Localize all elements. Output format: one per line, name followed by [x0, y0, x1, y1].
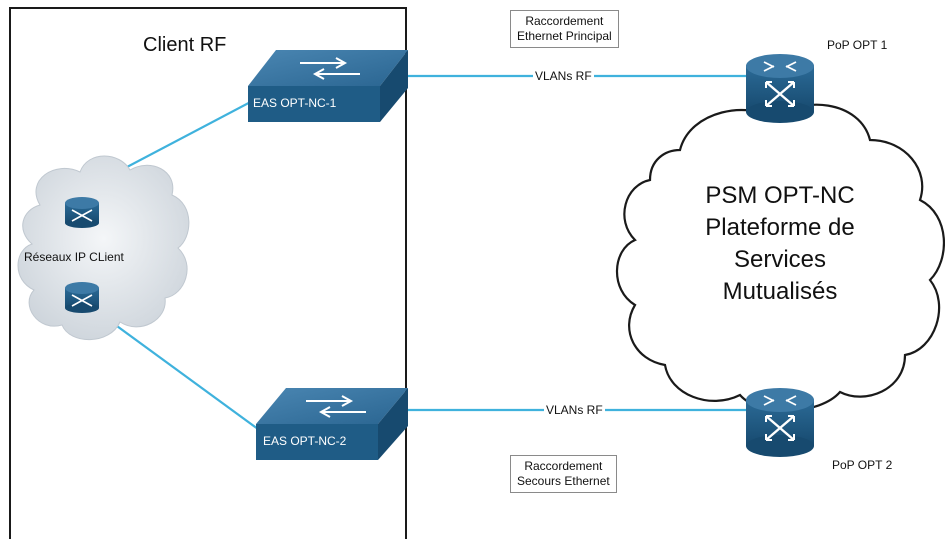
client-cloud-shape [17, 155, 190, 341]
psm-line-3: Services [733, 246, 827, 273]
annotation-primary: Raccordement Ethernet Principal [510, 10, 619, 48]
client-router-2-icon [65, 282, 99, 313]
annotation-backup: Raccordement Secours Ethernet [510, 455, 617, 493]
client-cloud-label: Réseaux IP CLient [24, 250, 124, 264]
switch-eas1-label: EAS OPT-NC-1 [253, 96, 337, 110]
switch-eas2-icon [256, 388, 408, 460]
psm-line-1: PSM OPT-NC [705, 182, 855, 209]
psm-cloud-title: PSM OPT-NC Plateforme de Services Mutual… [680, 180, 880, 308]
client-zone-border [9, 7, 407, 539]
psm-line-4: Mutualisés [722, 278, 838, 305]
link-cloud-eas1 [105, 95, 263, 179]
annotation-backup-line2: Secours Ethernet [517, 474, 610, 488]
annotation-backup-line1: Raccordement [524, 459, 603, 473]
psm-cloud-shape [615, 103, 945, 412]
pop2-label: PoP OPT 2 [832, 458, 893, 472]
annotation-primary-line2: Ethernet Principal [517, 29, 612, 43]
pop1-label: PoP OPT 1 [827, 38, 888, 52]
client-zone-title: Client RF [143, 34, 227, 56]
pop2-router-icon [746, 388, 814, 457]
pop1-router-icon [746, 54, 814, 123]
link-label-top: VLANs RF [533, 69, 594, 83]
psm-line-2: Plateforme de [705, 214, 855, 241]
annotation-primary-line1: Raccordement [525, 14, 604, 28]
switch-eas1-icon [248, 50, 408, 122]
link-label-bottom: VLANs RF [544, 403, 605, 417]
switch-eas2-label: EAS OPT-NC-2 [263, 434, 347, 448]
client-router-1-icon [65, 197, 99, 228]
link-cloud-eas2 [105, 317, 263, 433]
